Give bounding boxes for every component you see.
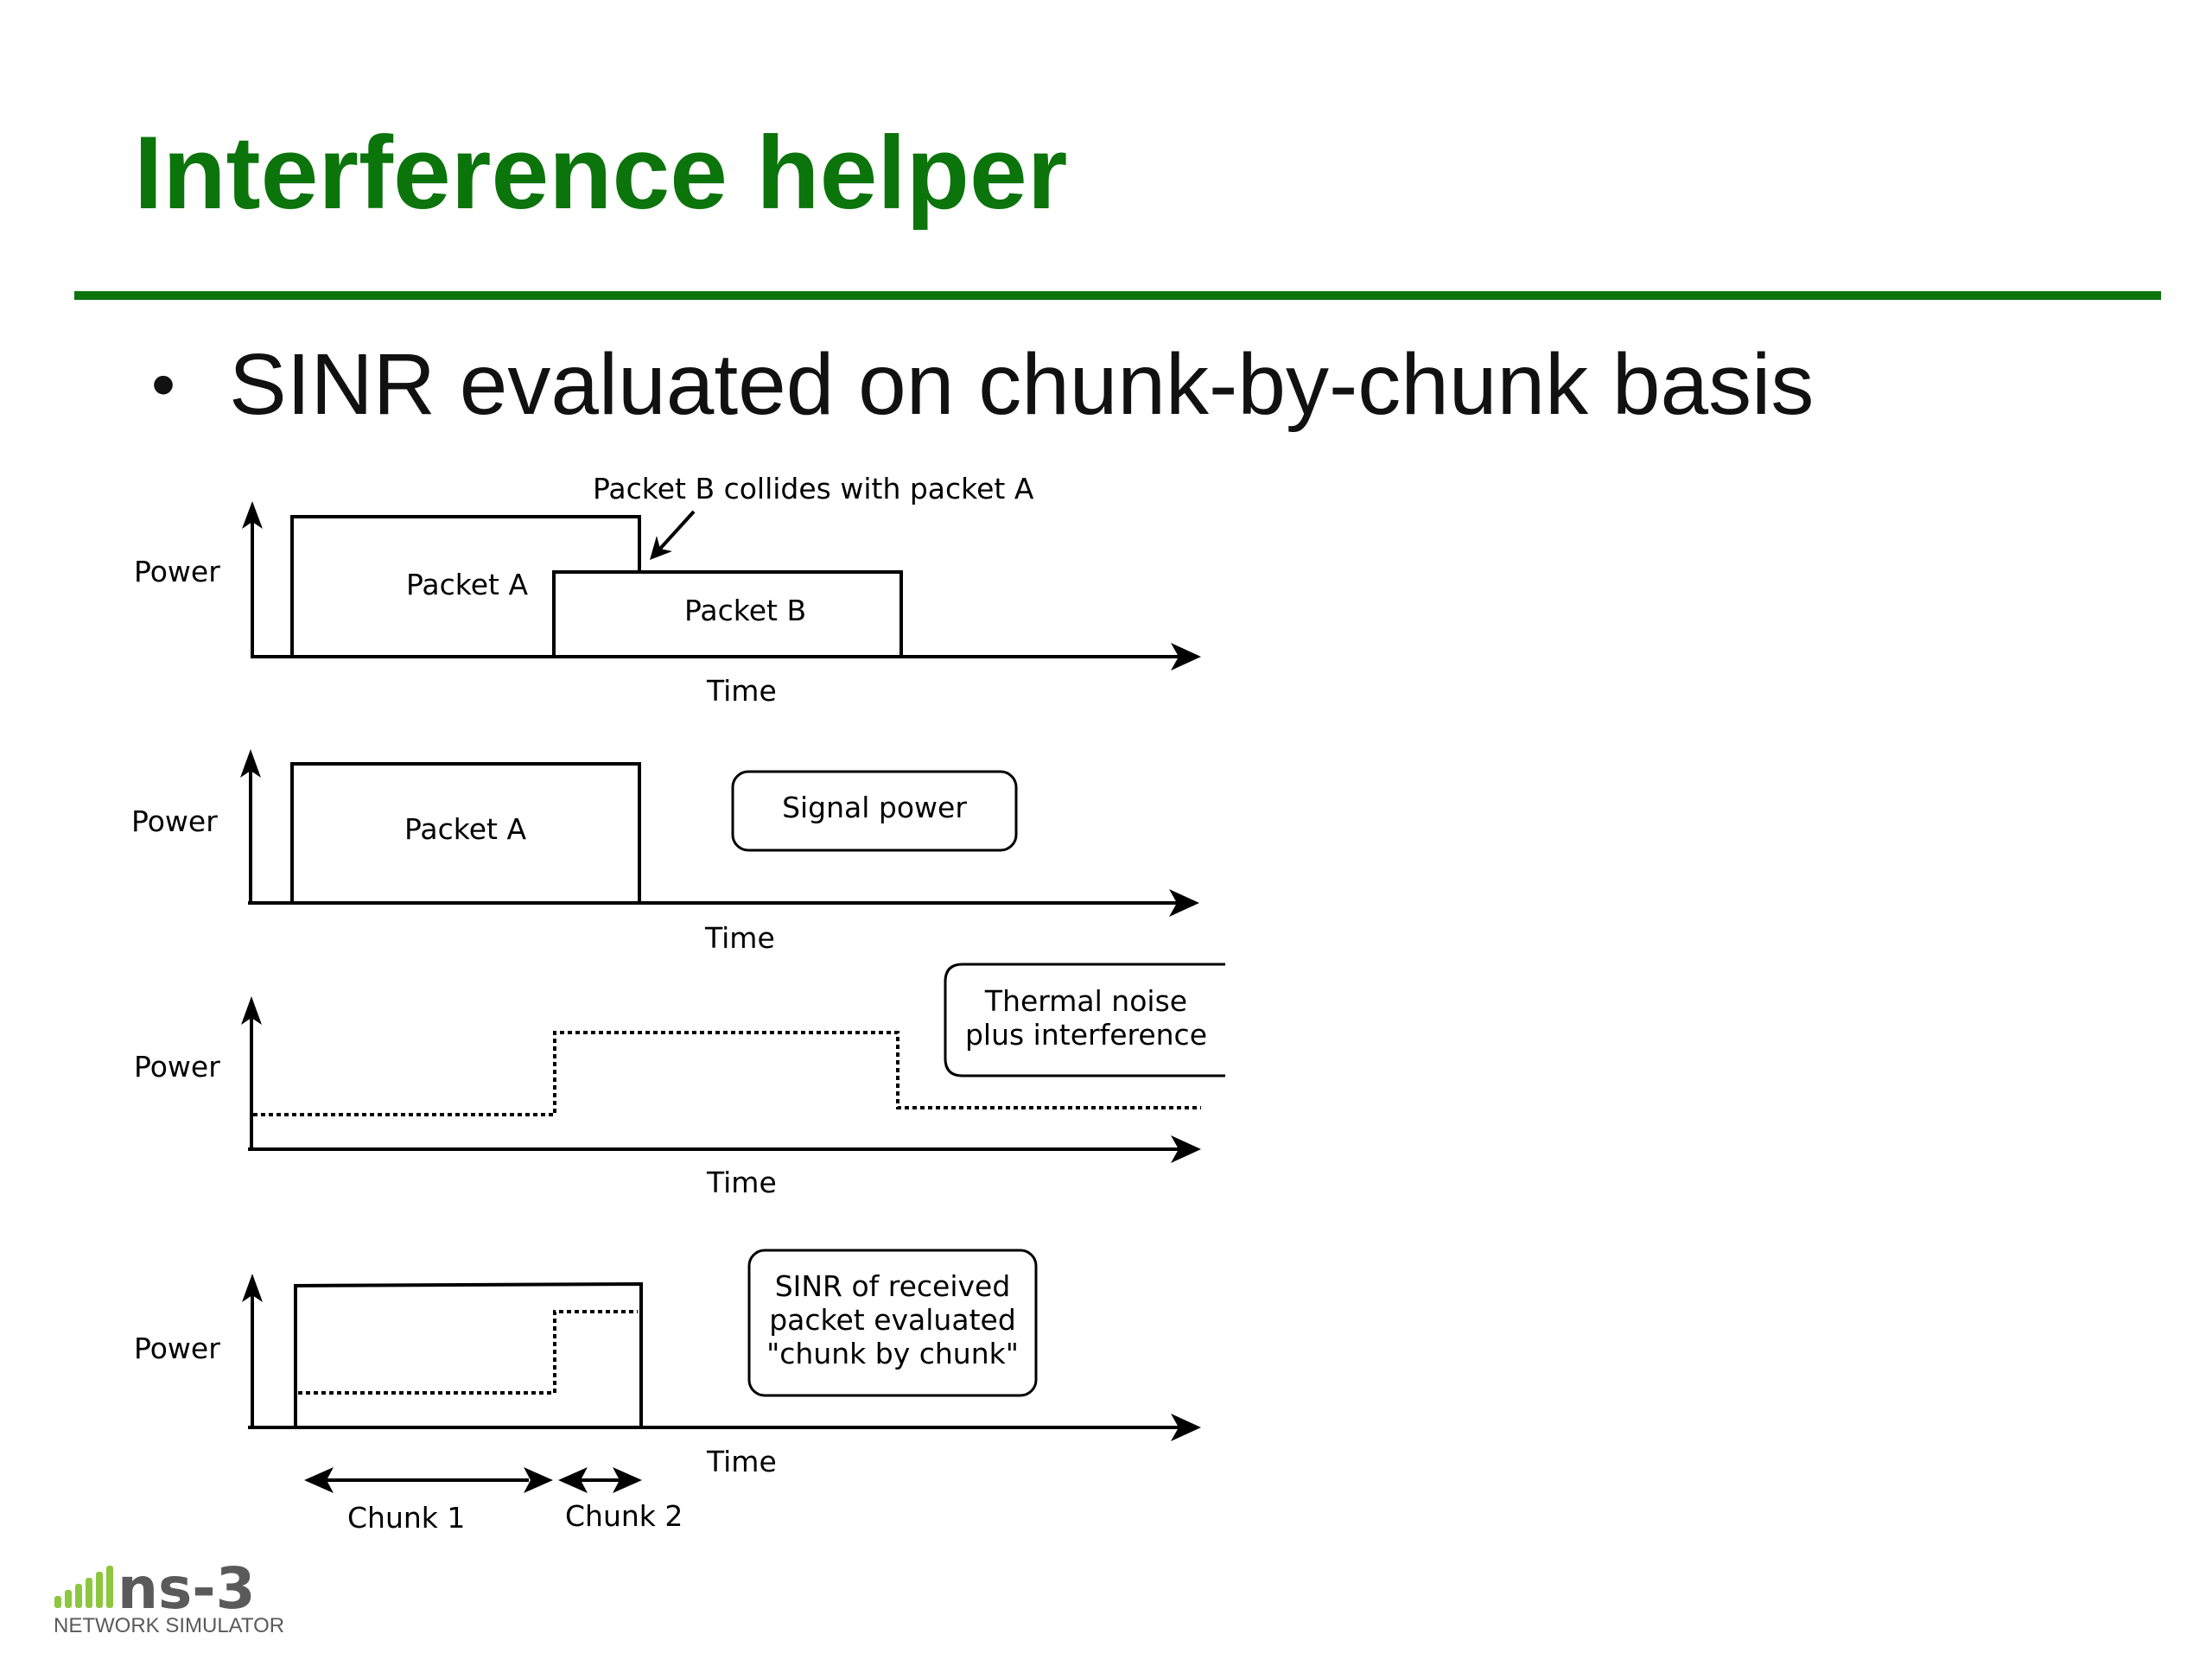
x-axis-arrow-icon [1171, 1414, 1201, 1441]
packet-a-shape [290, 762, 641, 905]
time-label: Time [704, 921, 775, 955]
noise-label-line2: plus interference [965, 1018, 1207, 1052]
packet-a-label: Packet A [404, 812, 526, 846]
title-divider [74, 291, 2161, 300]
power-label: Power [134, 555, 220, 588]
bullet-text: SINR evaluated on chunk-by-chunk basis [229, 335, 1815, 433]
bullet-dot-icon: • [151, 346, 176, 423]
signal-power-callout [731, 770, 1018, 852]
panel-sinr-chunks: Power SINR of received packet evaluated … [134, 1249, 1201, 1535]
ns3-logo: ns-3 NETWORK SIMULATOR [54, 1555, 284, 1637]
x-axis-arrow-icon [1171, 1135, 1201, 1163]
y-axis-arrow-icon [242, 501, 263, 529]
packet-a-shape [290, 515, 641, 657]
panel-noise-interference: Power Thermal noise plus interference Ti… [134, 963, 1225, 1199]
sinr-label-line1: SINR of received [775, 1269, 1011, 1303]
time-label: Time [706, 674, 777, 708]
signal-bars-icon [54, 1566, 113, 1608]
chunk-1-left-arrow-icon [304, 1467, 334, 1493]
x-axis-arrow-icon [1171, 643, 1201, 671]
logo-subtitle: NETWORK SIMULATOR [54, 1614, 284, 1637]
collision-annotation: Packet B collides with packet A [593, 472, 1034, 505]
x-axis-arrow-icon [1169, 889, 1199, 917]
chunk-1-right-arrow-icon [524, 1467, 553, 1493]
logo-wordmark: ns-3 [118, 1555, 256, 1622]
y-axis-arrow-icon [240, 749, 261, 778]
time-label: Time [706, 1166, 777, 1199]
sinr-callout [747, 1249, 1038, 1397]
y-axis-arrow-icon [242, 1274, 263, 1302]
noise-interference-trace [298, 1310, 638, 1395]
noise-callout [944, 963, 1225, 1077]
signal-power-label: Signal power [782, 791, 967, 824]
sinr-label-line3: "chunk by chunk" [766, 1337, 1019, 1370]
chunk-2-label: Chunk 2 [565, 1499, 683, 1533]
slide-title: Interference helper [134, 115, 1068, 231]
packet-b-label: Packet B [684, 594, 806, 627]
collision-arrow [658, 510, 696, 550]
packet-a-label: Packet A [406, 568, 528, 601]
power-label: Power [134, 1332, 220, 1365]
sinr-label-line2: packet evaluated [769, 1303, 1016, 1337]
collision-arrow-head-icon [650, 536, 672, 560]
time-label: Time [706, 1445, 777, 1478]
panel-signal-power: Power Packet A Signal power Time [131, 749, 1199, 955]
chunk-2-right-arrow-icon [613, 1467, 642, 1493]
y-axis-arrow-icon [241, 996, 262, 1025]
chunk-2-left-arrow-icon [558, 1467, 588, 1493]
noise-interference-trace [253, 1031, 1201, 1116]
noise-label-line1: Thermal noise [984, 984, 1187, 1018]
power-label: Power [134, 1050, 220, 1084]
panel-collision: Power Packet A Packet B Packet B collide… [134, 472, 1201, 708]
packet-b-shape [552, 570, 903, 658]
power-label: Power [131, 804, 218, 838]
chunk-1-label: Chunk 1 [347, 1501, 465, 1535]
bullet-item: • SINR evaluated on chunk-by-chunk basis [151, 333, 1814, 436]
received-packet-shape [294, 1281, 643, 1427]
